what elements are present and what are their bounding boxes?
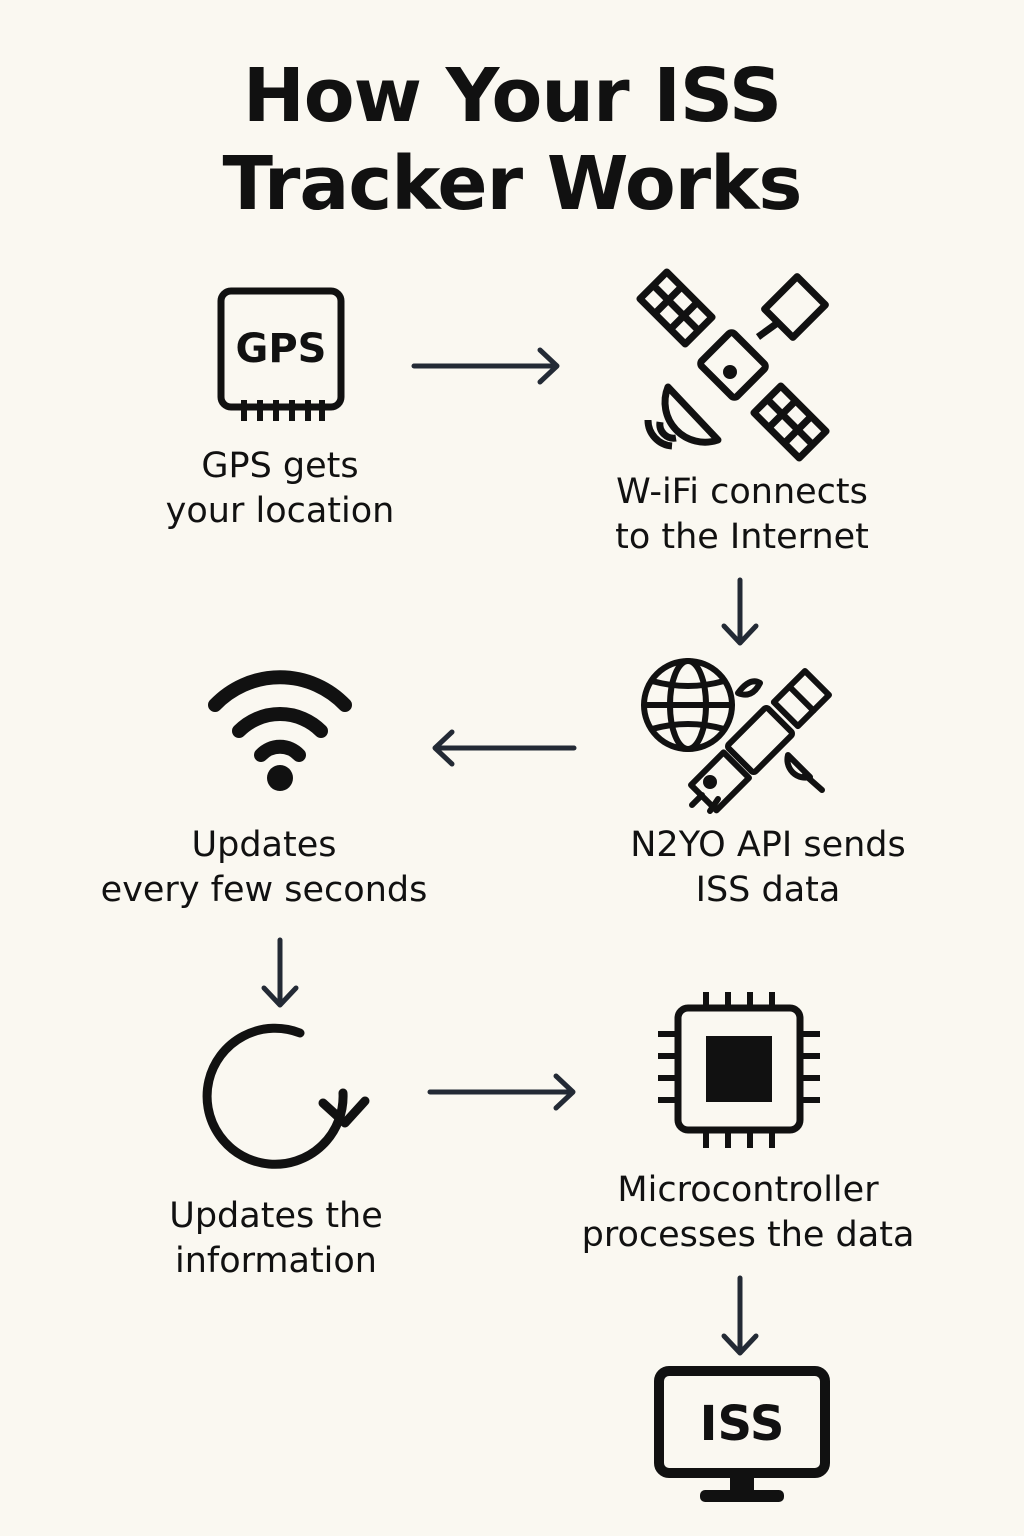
title-line-2: Tracker Works bbox=[222, 141, 803, 227]
arrow-down-2 bbox=[261, 937, 299, 1008]
gps-chip-icon: GPS bbox=[217, 287, 345, 421]
step-wifi-connect-label: W-iFi connects to the Internet bbox=[615, 472, 869, 557]
arrow-down-3 bbox=[721, 1275, 759, 1356]
satellite-icon bbox=[636, 268, 830, 462]
microcontroller-chip-icon bbox=[658, 992, 820, 1148]
globe-satellite-icon bbox=[641, 658, 832, 814]
wifi-icon bbox=[208, 670, 352, 791]
title-line-1: How Your ISS bbox=[242, 53, 782, 139]
gps-chip-text: GPS bbox=[236, 326, 327, 372]
step-n2yo-label: N2YO API sends ISS data bbox=[630, 825, 906, 910]
arrow-right-2 bbox=[427, 1073, 576, 1111]
refresh-icon bbox=[202, 1023, 370, 1169]
arrow-right-1 bbox=[411, 347, 560, 385]
diagram-title: How Your ISS Tracker Works bbox=[0, 52, 1024, 228]
monitor-screen-text: ISS bbox=[700, 1396, 785, 1452]
monitor-icon: ISS bbox=[654, 1366, 830, 1502]
step-updates-label: Updates every few seconds bbox=[100, 825, 428, 910]
arrow-left-1 bbox=[432, 729, 577, 767]
step-microcontroller-label: Microcontroller processes the data bbox=[581, 1170, 915, 1255]
step-updates-info-label: Updates the information bbox=[169, 1196, 383, 1281]
arrow-down-1 bbox=[721, 577, 759, 646]
step-gps-label: GPS gets your location bbox=[165, 446, 395, 531]
